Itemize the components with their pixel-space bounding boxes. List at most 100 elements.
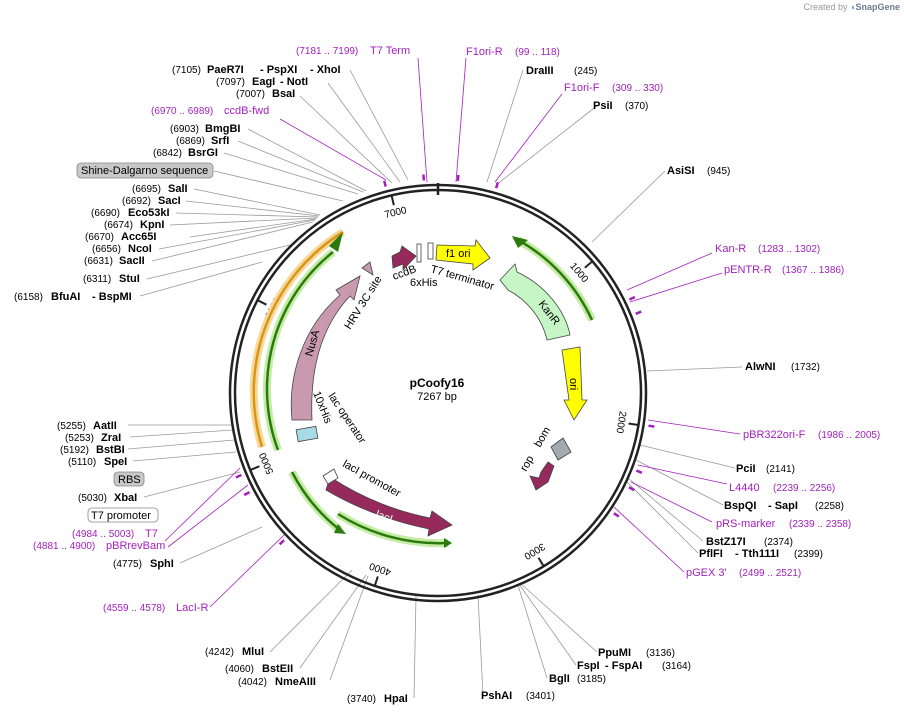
enzyme-psii-num: (370): [625, 101, 648, 112]
enzyme-saci: SacI: [158, 195, 181, 207]
primer-mark: [383, 180, 387, 187]
rop-label: rop: [518, 454, 536, 474]
rop-arrow: [529, 461, 555, 491]
primer-mark: [635, 310, 642, 315]
primer-t7term: T7 Term: [370, 45, 410, 57]
nusa-arrow: [290, 275, 361, 421]
primer-pbr322ori-f: pBR322ori-F: [743, 429, 806, 441]
laci-arrow: [325, 476, 453, 537]
enzyme-aatii-num: (5255): [57, 421, 86, 432]
primer-f1ori-r: F1ori-R: [466, 46, 503, 58]
primer-mark: [494, 181, 500, 189]
enzyme-stui-num: (6311): [83, 274, 111, 285]
enzyme-zrai-num: (5253): [65, 433, 94, 444]
enzyme-acc65i-num: (6670): [85, 232, 114, 243]
enzyme-bstbi: BstBI: [96, 444, 125, 456]
primer-mark: [613, 512, 620, 518]
enzyme-bsrgi-num: (6842): [153, 148, 182, 159]
enzyme-sphi: SphI: [150, 558, 174, 570]
primer-pbrrevbam-range: (4881 .. 4900): [33, 541, 95, 552]
laci-label: lacI: [374, 509, 394, 526]
enzyme-kpni: KpnI: [140, 219, 164, 231]
enzyme-bmgbi-num: (6903): [170, 124, 199, 135]
enzyme-pcii-num: (2141): [766, 464, 795, 475]
enzyme-hpai-num: (3740): [347, 694, 376, 705]
snapgene-credit: Created by ◖SnapGene: [804, 2, 901, 12]
primer-mark: [628, 295, 636, 301]
ruler-label-2000: 2000: [613, 410, 627, 434]
enzyme-sphi-num: (4775): [113, 559, 142, 570]
primer-f1ori-f: F1ori-F: [564, 82, 600, 94]
enzyme-bstz17i-num: (2374): [764, 537, 793, 548]
enzyme-asisi: AsiSI: [667, 165, 695, 177]
ruler-label-4000: 4000: [368, 560, 393, 578]
enzyme-asisi-num: (945): [707, 166, 730, 177]
enzyme-stui: StuI: [119, 273, 140, 285]
t7-promoter-label: T7 promoter: [91, 510, 151, 522]
green-arc-right-head: [512, 236, 528, 248]
6xhis-box: [416, 243, 422, 263]
kanr-arrow: [499, 263, 571, 341]
ruler-tick-2000: [628, 422, 638, 426]
primer-prs-marker: pRS-marker: [716, 518, 776, 530]
enzyme-bsteii: BstEII: [262, 663, 293, 675]
green-arc-left-head: [329, 232, 343, 252]
plasmid-length: 7267 bp: [417, 391, 457, 403]
enzyme-fspi: FspI: [577, 660, 600, 672]
enzyme-pflfi: PflFI: [699, 548, 723, 560]
enzyme-sali-num: (6695): [132, 184, 161, 195]
enzyme-hpai: HpaI: [384, 693, 408, 705]
enzyme-bfuai-num: (6158): [14, 292, 43, 303]
primer-l4440-range: (2239 .. 2256): [773, 483, 835, 494]
enzyme-eco53ki: Eco53kI: [128, 207, 170, 219]
enzyme-bsai-num: (7007): [236, 89, 265, 100]
shine-dalgarno-label: Shine-Dalgarno sequence: [81, 165, 208, 177]
enzyme-kpni-num: (6674): [104, 220, 133, 231]
enzyme-bsteii-num: (4060): [225, 664, 254, 675]
enzyme-pcii: PciI: [736, 463, 756, 475]
enzyme-sacii: SacII: [119, 255, 145, 267]
enzyme-pspxi: - PspXI: [260, 64, 297, 76]
primer-t7-range: (4984 .. 5003): [72, 529, 134, 540]
green-arc-left: [265, 251, 334, 451]
orange-arc: [252, 230, 344, 448]
primer-prs-marker-range: (2339 .. 2358): [789, 519, 851, 530]
primer-kan-r: Kan-R: [715, 243, 746, 255]
enzyme-ppumi: PpuMI: [598, 647, 631, 659]
primer-ccdb-fwd: ccdB-fwd: [224, 105, 269, 117]
primer-pentr-r: pENTR-R: [724, 264, 772, 276]
enzyme-xbai-num: (5030): [78, 493, 107, 504]
enzyme-zrai: ZraI: [101, 432, 121, 444]
right-enzyme-labels: DraIII (245) PsiI (370) AsiSI (945) AlwN…: [481, 65, 844, 702]
green-arc-lower-head: [334, 524, 346, 534]
snapgene-logo-icon: ◖: [850, 2, 856, 12]
primer-leader-lines: [164, 57, 741, 608]
enzyme-spei-num: (5110): [68, 457, 96, 468]
ruler-label-7000: 7000: [384, 205, 409, 221]
enzyme-fspai: - FspAI: [605, 660, 642, 672]
ruler-tick-4000: [374, 576, 379, 586]
green-arc-lower: [290, 471, 341, 531]
ruler-tick-7000: [390, 196, 395, 206]
enzyme-psii: PsiI: [593, 100, 613, 112]
enzyme-paer7i: PaeR7I: [207, 64, 244, 76]
enzyme-bsai: BsaI: [272, 88, 295, 100]
ruler-label-3000: 3000: [522, 540, 547, 561]
primer-t7term-range: (7181 .. 7199): [296, 46, 358, 57]
primer-pgex3-range: (2499 .. 2521): [739, 568, 801, 579]
enzyme-bspqi: BspQI: [724, 500, 756, 512]
ruler-tick-1000: [584, 261, 593, 269]
enzyme-mlui-num: (4242): [205, 647, 234, 658]
ruler-tick-5000: [250, 465, 260, 471]
primer-marks: [235, 174, 655, 546]
enzyme-nmeaiii: NmeAIII: [275, 676, 316, 688]
primer-mark: [628, 486, 635, 492]
enzyme-bstz17i: BstZ17I: [706, 536, 746, 548]
credit-brand: SnapGene: [855, 2, 900, 12]
primer-pgex3: pGEX 3': [686, 567, 727, 579]
enzyme-ncoi: NcoI: [128, 243, 152, 255]
enzyme-aatii: AatII: [93, 420, 117, 432]
enzyme-alwni-num: (1732): [791, 362, 820, 373]
enzyme-acc65i: Acc65I: [121, 231, 156, 243]
green-arc-right: [517, 238, 594, 321]
